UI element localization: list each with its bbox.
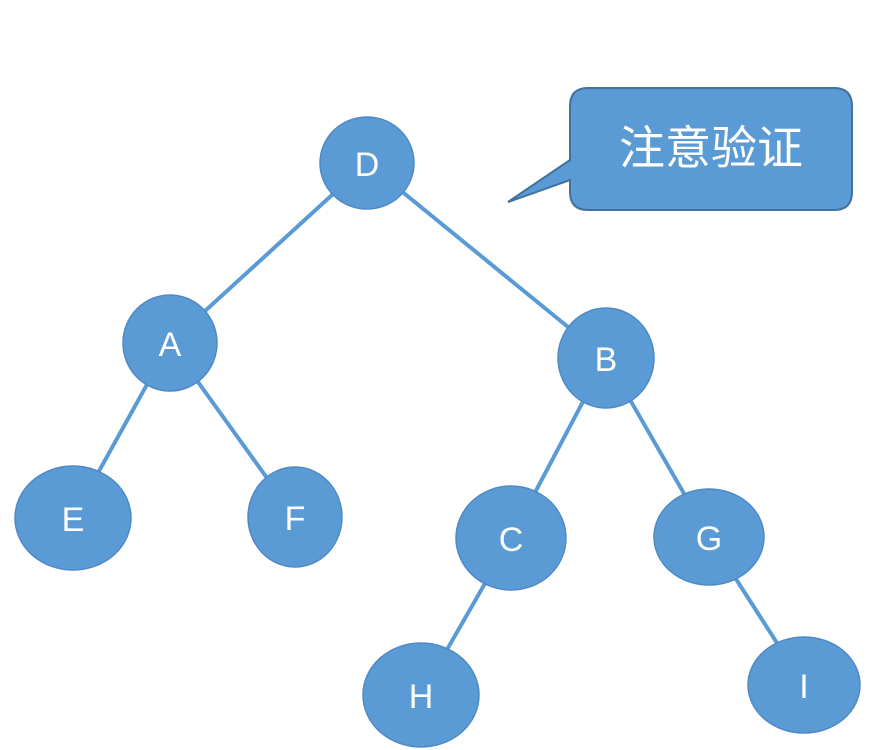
- node-circle: [455, 485, 567, 591]
- node-label: G: [696, 520, 722, 558]
- node-label: C: [499, 521, 524, 559]
- node-E: E: [14, 465, 132, 571]
- node-B: B: [557, 307, 655, 409]
- node-circle: [747, 636, 861, 734]
- node-label: D: [355, 146, 380, 184]
- node-I: I: [747, 636, 861, 734]
- edge-D-B: [365, 161, 608, 360]
- node-C: C: [455, 485, 567, 591]
- node-H: H: [362, 642, 480, 748]
- node-circle: [557, 307, 655, 409]
- nodes: D A B E F C G H I: [14, 116, 861, 748]
- node-label: A: [159, 326, 182, 364]
- node-label: E: [62, 501, 85, 539]
- node-label: F: [285, 500, 306, 538]
- node-circle: [653, 488, 765, 586]
- node-label: B: [595, 341, 618, 379]
- node-F: F: [247, 466, 343, 568]
- node-circle: [14, 465, 132, 571]
- node-G: G: [653, 488, 765, 586]
- callout: 注意验证: [507, 87, 853, 211]
- node-label: I: [799, 668, 808, 706]
- node-circle: [122, 294, 218, 392]
- callout-bubble: [507, 87, 853, 211]
- node-label: H: [409, 678, 434, 716]
- node-A: A: [122, 294, 218, 392]
- node-circle: [362, 642, 480, 748]
- node-circle: [319, 116, 415, 210]
- node-circle: [247, 466, 343, 568]
- callout-text: 注意验证: [619, 121, 803, 175]
- edges: [71, 161, 806, 696]
- node-D: D: [319, 116, 415, 210]
